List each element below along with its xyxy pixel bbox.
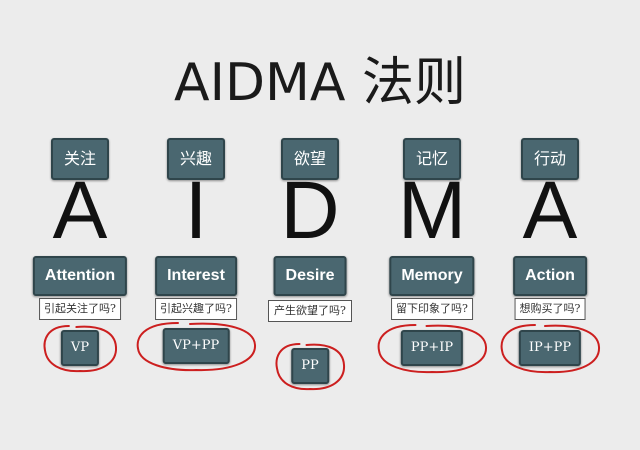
stage-tag: VP bbox=[60, 330, 100, 366]
stage-question: 留下印象了吗? bbox=[391, 298, 473, 320]
stage-tag: PP bbox=[291, 348, 329, 384]
stage-chinese-label: 关注 bbox=[51, 138, 109, 180]
stage-english-label: Memory bbox=[389, 256, 475, 296]
stage-english-label: Attention bbox=[32, 256, 128, 296]
stage-letter: D bbox=[280, 165, 340, 256]
stage-tag: VP+PP bbox=[162, 328, 230, 364]
stage-english-label: Action bbox=[513, 256, 587, 296]
stage-tag: PP+IP bbox=[400, 330, 464, 366]
stage-question: 引起兴趣了吗? bbox=[155, 298, 237, 320]
stage-question: 想购买了吗? bbox=[514, 298, 586, 320]
stage-chinese-label: 行动 bbox=[521, 138, 579, 180]
stage-english-label: Interest bbox=[155, 256, 237, 296]
stage-letter: A bbox=[522, 165, 578, 256]
stage-question: 产生欲望了吗? bbox=[268, 300, 352, 322]
stage-chinese-label: 兴趣 bbox=[167, 138, 225, 180]
stage-letter: I bbox=[184, 165, 208, 256]
diagram-title: AIDMA 法则 bbox=[174, 53, 466, 113]
stage-chinese-label: 欲望 bbox=[281, 138, 339, 180]
stage-tag: IP+PP bbox=[518, 330, 582, 366]
stage-question: 引起关注了吗? bbox=[39, 298, 121, 320]
stage-letter: M bbox=[397, 165, 467, 256]
stage-english-label: Desire bbox=[273, 256, 347, 296]
stage-letter: A bbox=[52, 165, 108, 256]
stage-chinese-label: 记忆 bbox=[403, 138, 461, 180]
